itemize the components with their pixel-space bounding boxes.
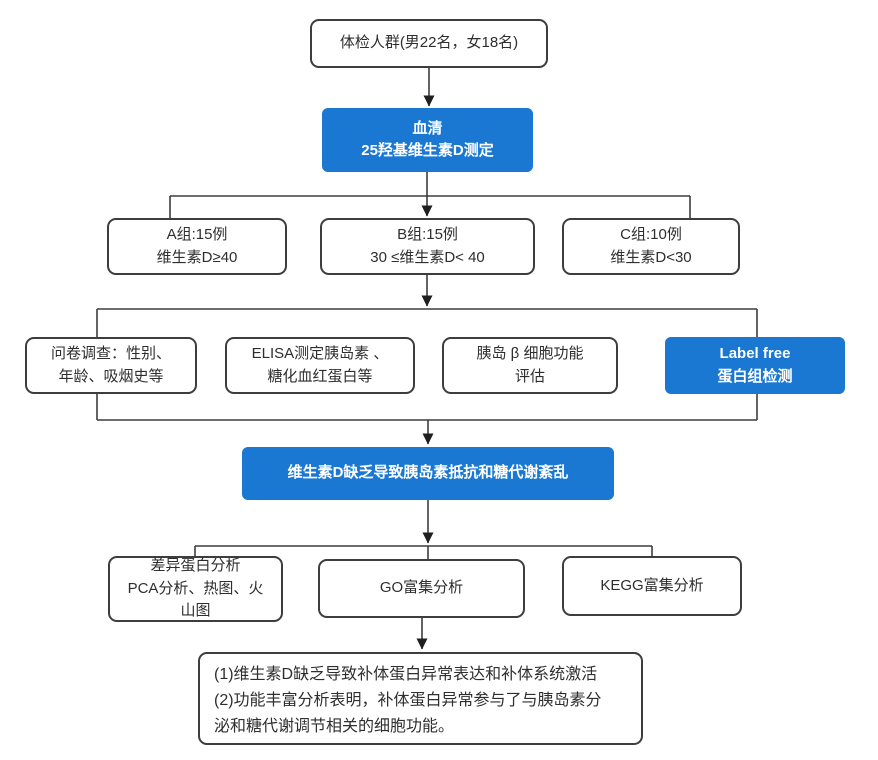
node-group-a-label: A组:15例 维生素D≥40 <box>156 226 238 266</box>
node-go-enrichment-label: GO富集分析 <box>379 579 464 597</box>
node-elisa: ELISA测定胰岛素 、 糖化血红蛋白等 <box>225 337 415 394</box>
node-conclusion-banner-label: 维生素D缺乏导致胰岛素抵抗和糖代谢紊乱 <box>287 464 569 482</box>
node-diff-protein-analysis-label: 差异蛋白分析 PCA分析、热图、火 山图 <box>127 557 264 620</box>
node-group-c-label: C组:10例 维生素D<30 <box>610 226 692 266</box>
node-serum-vitamin-d-test-label: 血清 25羟基维生素D测定 <box>361 119 494 160</box>
node-label-free: Label free 蛋白组检测 <box>665 337 845 394</box>
node-group-b: B组:15例 30 ≤维生素D< 40 <box>320 218 535 275</box>
node-beta-cell-function: 胰岛 β 细胞功能 评估 <box>442 337 618 394</box>
node-checkup-population: 体检人群(男22名，女18名) <box>310 19 548 68</box>
node-beta-cell-function-label: 胰岛 β 细胞功能 评估 <box>476 345 584 385</box>
node-findings: (1)维生素D缺乏导致补体蛋白异常表达和补体系统激活 (2)功能丰富分析表明，补… <box>198 652 643 745</box>
node-diff-protein-analysis: 差异蛋白分析 PCA分析、热图、火 山图 <box>108 556 283 622</box>
node-kegg-enrichment: KEGG富集分析 <box>562 556 742 616</box>
node-go-enrichment: GO富集分析 <box>318 559 525 618</box>
node-conclusion-banner: 维生素D缺乏导致胰岛素抵抗和糖代谢紊乱 <box>242 447 614 500</box>
node-serum-vitamin-d-test: 血清 25羟基维生素D测定 <box>322 108 533 172</box>
node-checkup-population-label: 体检人群(男22名，女18名) <box>339 34 519 52</box>
node-group-a: A组:15例 维生素D≥40 <box>107 218 287 275</box>
node-questionnaire-label: 问卷调查：性别、 年龄、吸烟史等 <box>50 345 171 385</box>
node-elisa-label: ELISA测定胰岛素 、 糖化血红蛋白等 <box>251 345 389 385</box>
node-findings-label: (1)维生素D缺乏导致补体蛋白异常表达和补体系统激活 (2)功能丰富分析表明，补… <box>214 666 602 735</box>
node-kegg-enrichment-label: KEGG富集分析 <box>600 576 704 594</box>
node-label-free-label: Label free 蛋白组检测 <box>717 345 793 385</box>
node-group-c: C组:10例 维生素D<30 <box>562 218 740 275</box>
node-group-b-label: B组:15例 30 ≤维生素D< 40 <box>370 226 485 266</box>
node-questionnaire: 问卷调查：性别、 年龄、吸烟史等 <box>25 337 197 394</box>
